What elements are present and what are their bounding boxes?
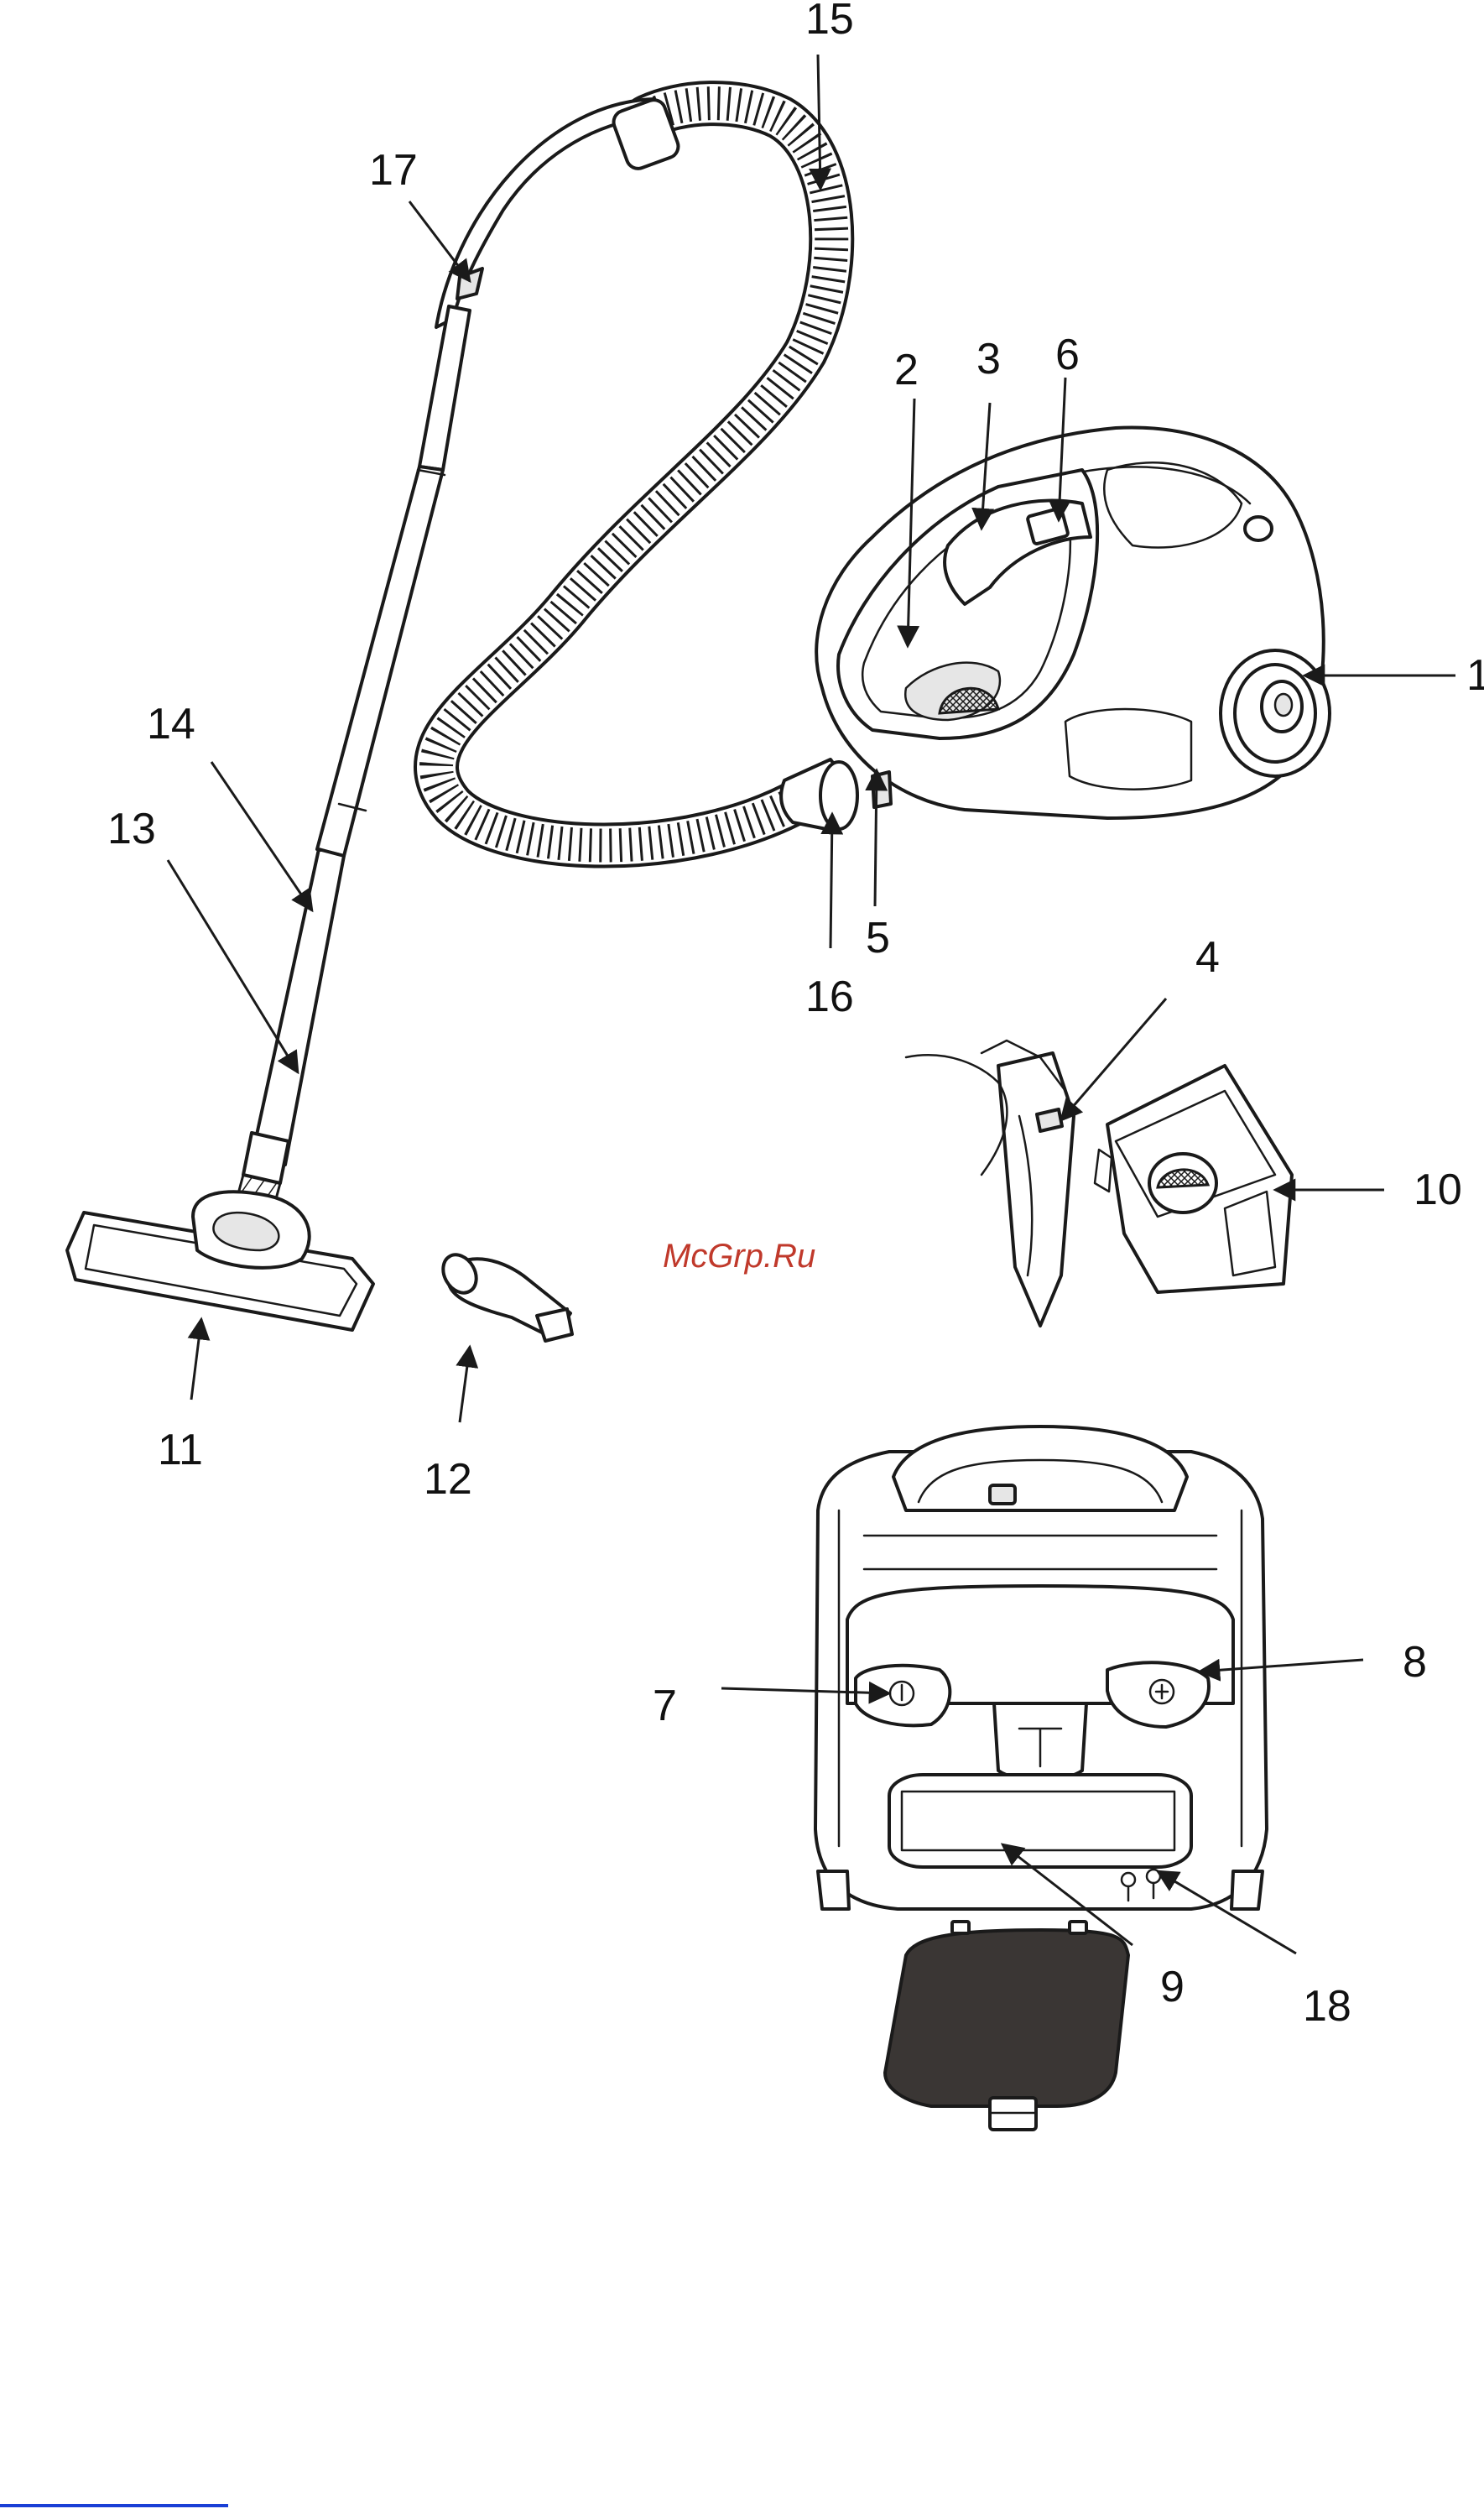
callout-6: 6 — [1055, 331, 1080, 379]
callout-4: 4 — [1195, 933, 1220, 982]
callout-8: 8 — [1403, 1638, 1427, 1687]
callout-9: 9 — [1160, 1963, 1185, 2011]
callout-5: 5 — [866, 914, 890, 962]
callout-17: 17 — [369, 146, 418, 195]
vacuum-front-view — [815, 1427, 1267, 1909]
callout-11: 11 — [158, 1426, 203, 1474]
hose-handle — [436, 96, 681, 327]
vacuum-main-body — [781, 428, 1330, 831]
callout-14: 14 — [147, 700, 195, 748]
filter-cover — [885, 1922, 1128, 2130]
callout-7: 7 — [653, 1682, 677, 1730]
watermark-text: McGrp.Ru — [663, 1238, 815, 1275]
floor-nozzle — [67, 1192, 373, 1330]
callout-1: 1 — [1466, 651, 1484, 700]
crevice-nozzle — [436, 1249, 572, 1341]
callout-3: 3 — [976, 335, 1001, 383]
power-button[interactable] — [856, 1666, 950, 1725]
cord-rewind-icon — [1150, 1680, 1174, 1703]
callout-12: 12 — [424, 1455, 472, 1504]
power-icon — [890, 1682, 914, 1705]
callout-10: 10 — [1414, 1166, 1462, 1214]
callout-15: 15 — [805, 0, 854, 44]
rear-wheel — [1221, 650, 1330, 776]
callout-2: 2 — [894, 346, 919, 394]
dust-bag-assembly — [906, 1041, 1074, 1326]
filter-housing — [1095, 1066, 1292, 1292]
callout-16: 16 — [805, 973, 854, 1021]
callout-18: 18 — [1303, 1982, 1351, 2031]
callout-13: 13 — [107, 805, 156, 853]
